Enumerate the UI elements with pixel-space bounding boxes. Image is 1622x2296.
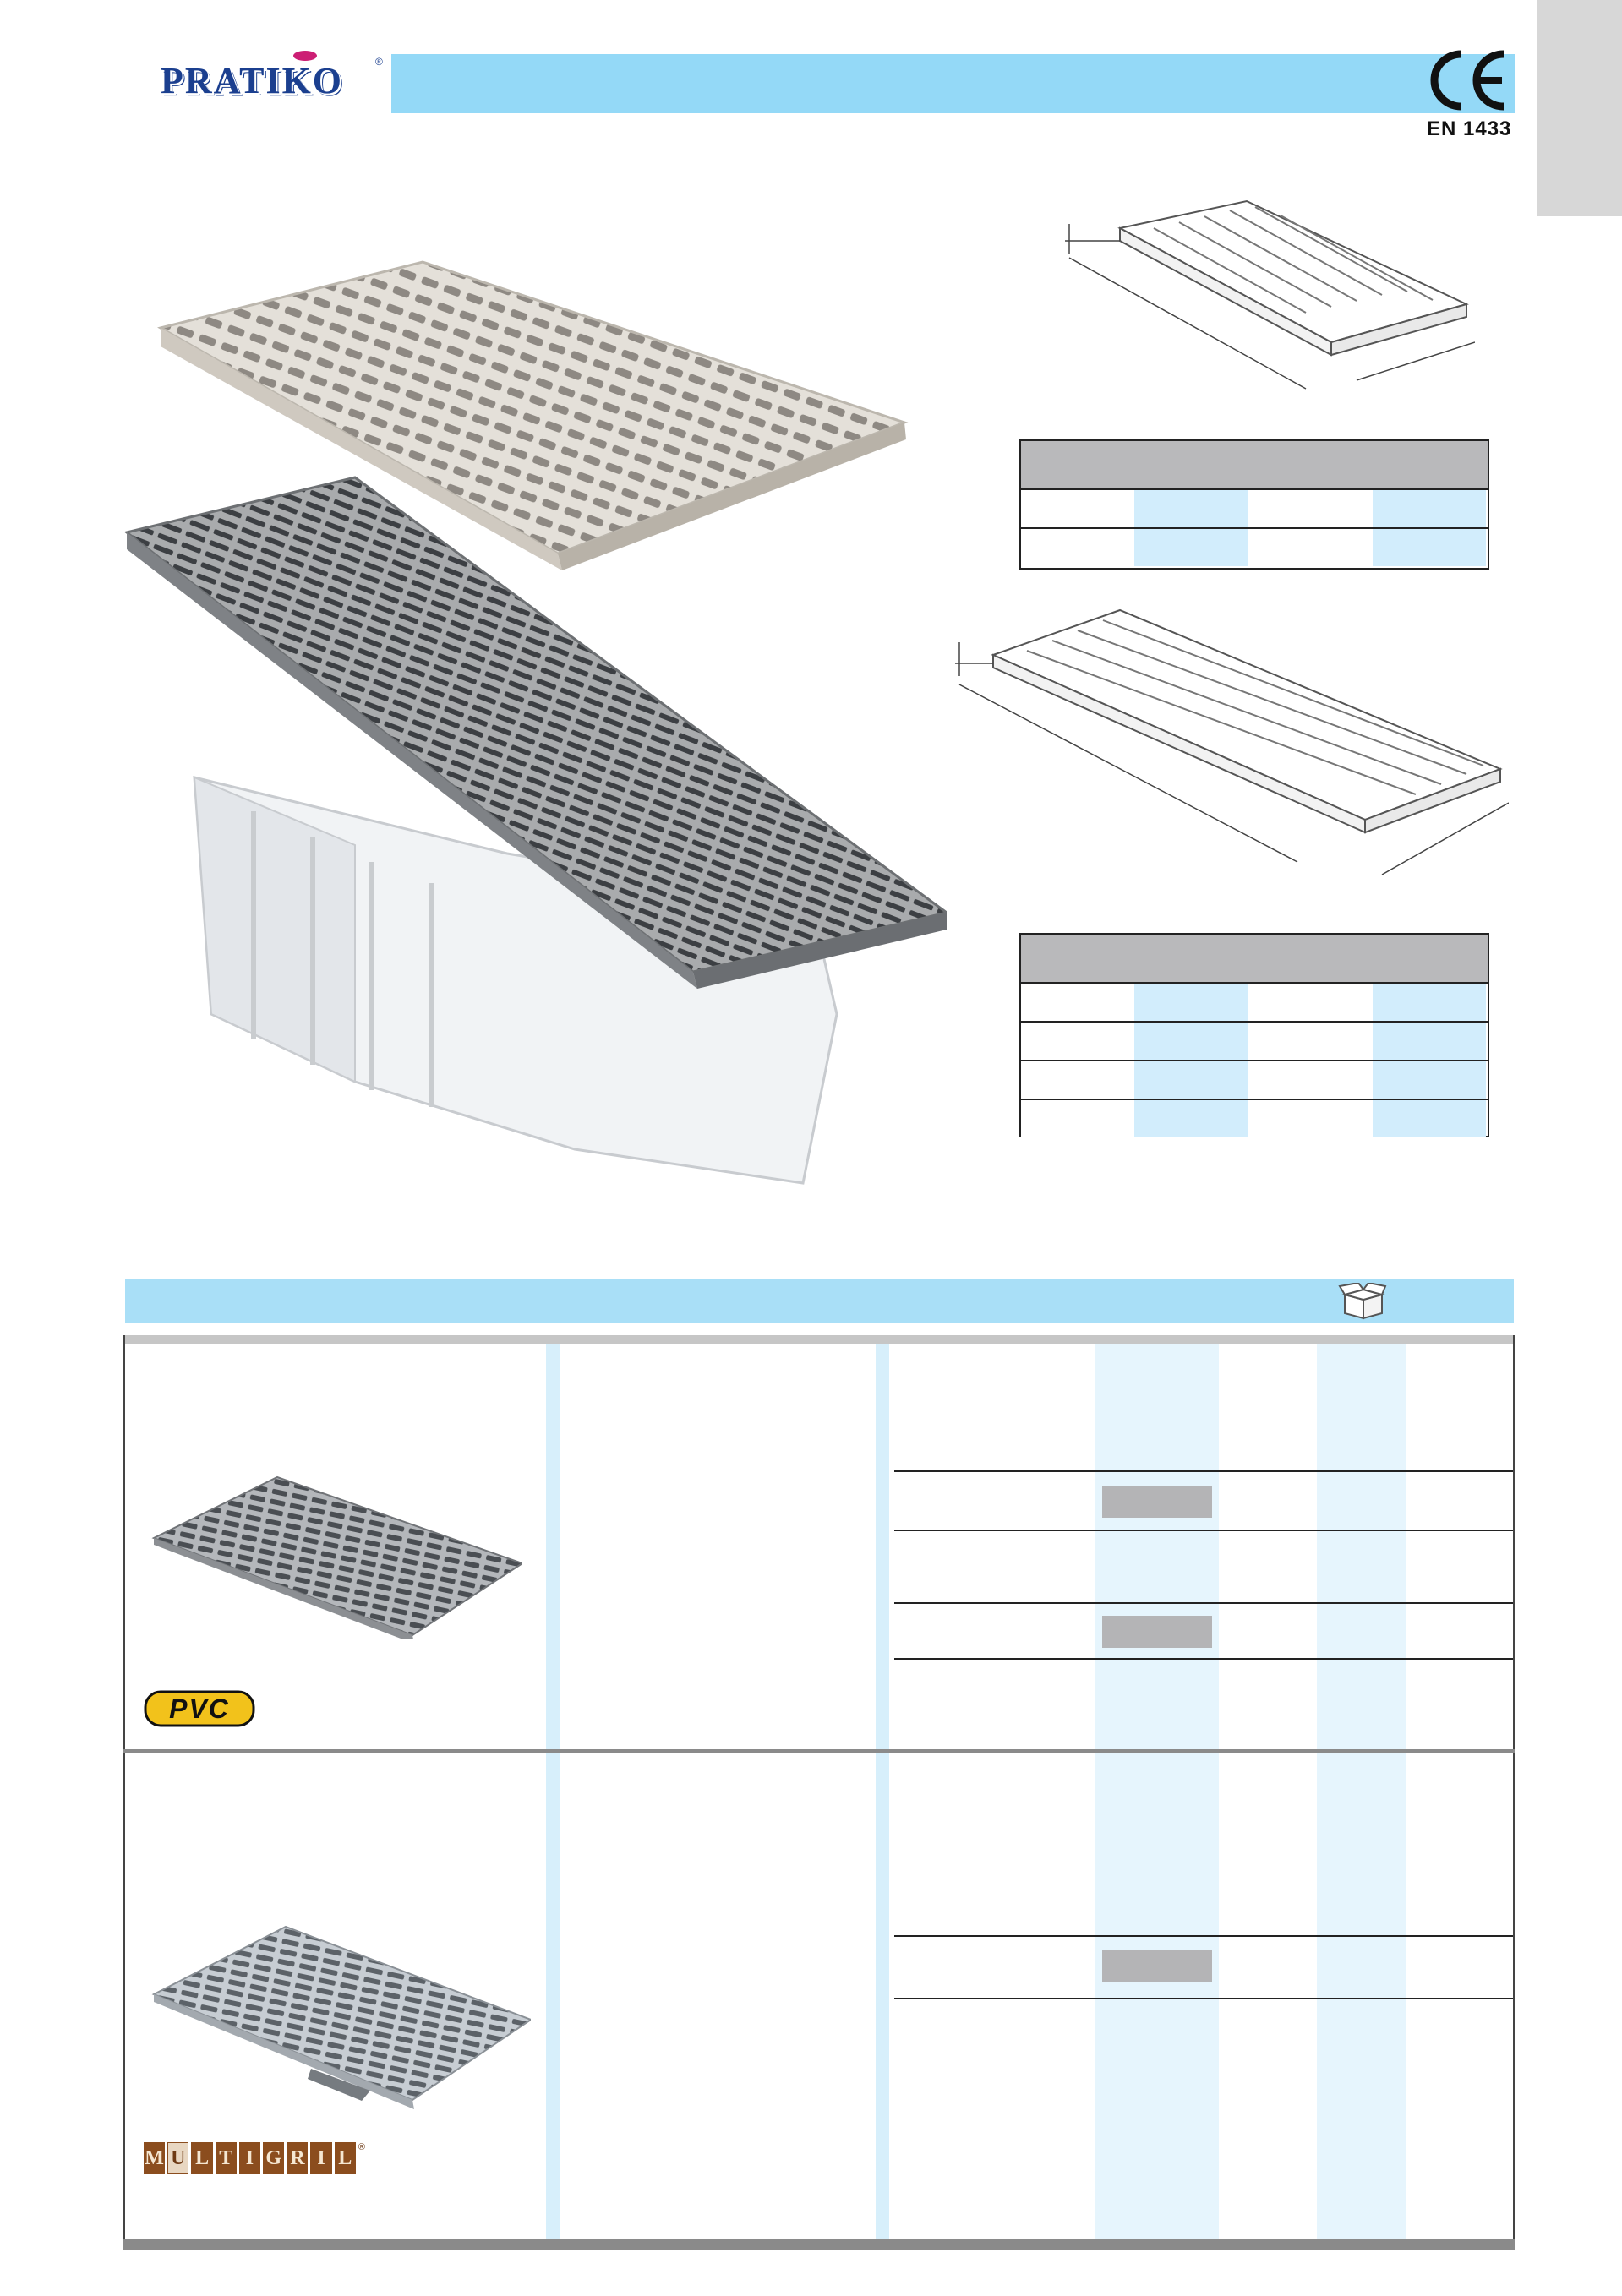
multigril-letter: L bbox=[334, 2142, 356, 2174]
dimension-table-short bbox=[1019, 439, 1489, 570]
table-left-border bbox=[123, 1335, 125, 2244]
product-photo bbox=[123, 260, 947, 1185]
table-rule bbox=[894, 1935, 1513, 1937]
table-rule bbox=[894, 1602, 1513, 1604]
side-tab bbox=[1537, 0, 1622, 216]
multigril-letter: I bbox=[238, 2142, 261, 2174]
logo-accent-dot bbox=[293, 51, 317, 61]
table-bottom-border bbox=[123, 2239, 1515, 2250]
certification-label: EN 1433 bbox=[1427, 117, 1512, 140]
highlight-column bbox=[1317, 1344, 1406, 2239]
multigril-registered-mark: ® bbox=[358, 2142, 365, 2152]
box-icon bbox=[1338, 1283, 1387, 1320]
highlight-column bbox=[1095, 1344, 1219, 2239]
table-right-border bbox=[1513, 1335, 1515, 2244]
ce-mark-icon bbox=[1430, 50, 1505, 111]
multigril-letter: G bbox=[263, 2142, 285, 2174]
column-divider bbox=[876, 1344, 889, 2239]
dimension-table-row bbox=[1021, 1099, 1488, 1137]
multigril-letter: T bbox=[215, 2142, 237, 2174]
multigril-letter: I bbox=[310, 2142, 332, 2174]
dimension-table-long bbox=[1019, 933, 1489, 1137]
grating-drawing-long bbox=[955, 608, 1509, 875]
table-rule bbox=[894, 1658, 1513, 1660]
grating-drawing-short bbox=[1065, 199, 1475, 390]
table-rule bbox=[894, 1998, 1513, 1999]
dimension-table-row bbox=[1021, 1021, 1488, 1060]
row-separator bbox=[123, 1749, 1515, 1753]
grey-marker bbox=[1102, 1616, 1212, 1648]
multigril-grating-thumbnail bbox=[151, 1925, 531, 2109]
column-divider bbox=[546, 1344, 560, 2239]
multigril-logo: M U L T I G R I L ® bbox=[144, 2142, 365, 2176]
multigril-letter: M bbox=[144, 2142, 166, 2174]
brand-logo: PRATIKO bbox=[120, 51, 384, 112]
dimension-table-row bbox=[1021, 1060, 1488, 1099]
table-top-border bbox=[125, 1335, 1514, 1344]
pvc-grating-thumbnail bbox=[151, 1475, 522, 1639]
grey-marker bbox=[1102, 1950, 1212, 1982]
table-rule bbox=[894, 1530, 1513, 1531]
dimension-table-row bbox=[1021, 527, 1488, 566]
title-bar bbox=[391, 54, 1515, 113]
logo-text: PRATIKO bbox=[160, 59, 344, 101]
multigril-letter: L bbox=[191, 2142, 213, 2174]
section-header-bar bbox=[125, 1279, 1514, 1323]
pvc-badge: PVC bbox=[144, 1690, 255, 1727]
multigril-letter: U bbox=[167, 2142, 189, 2174]
grey-marker bbox=[1102, 1486, 1212, 1518]
dimension-table-row bbox=[1021, 488, 1488, 527]
dimension-table-header bbox=[1021, 441, 1488, 488]
logo-registered-mark: ® bbox=[375, 56, 383, 68]
table-rule bbox=[894, 1470, 1513, 1472]
dimension-table-row bbox=[1021, 982, 1488, 1021]
dimension-table-header bbox=[1021, 935, 1488, 982]
pvc-label: PVC bbox=[169, 1693, 230, 1724]
title-bar-rule bbox=[391, 113, 1515, 118]
multigril-letter: R bbox=[287, 2142, 309, 2174]
